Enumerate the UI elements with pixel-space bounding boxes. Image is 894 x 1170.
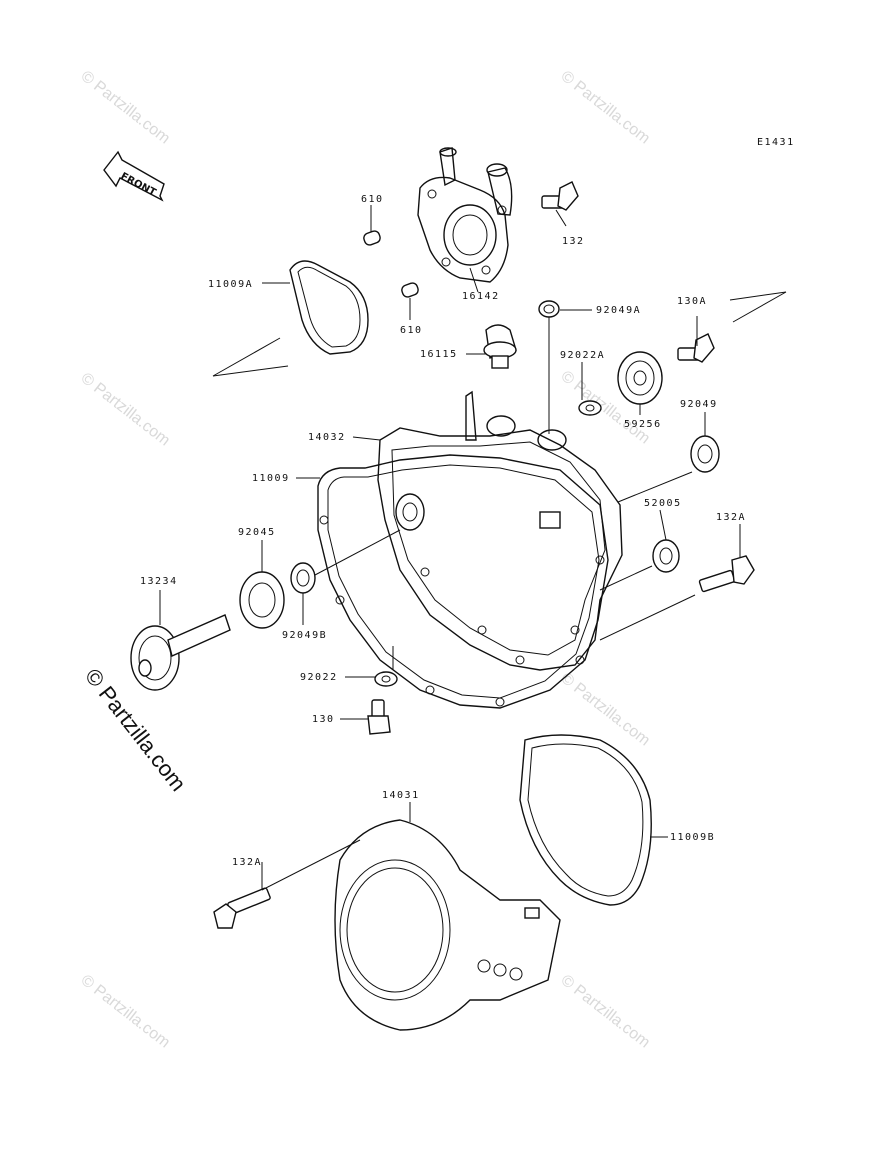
washer-92022A [578,400,602,416]
oil-filler-plug-16115 [483,324,517,369]
water-pump-shaft-13234 [130,614,231,691]
dowel-pin-610-lower [401,282,419,298]
bolt-132A-lower [213,887,271,929]
label-52005: 52005 [644,498,682,509]
label-132A-lower: 132A [232,857,262,868]
watermark-6: © Partzilla.com [78,972,173,1052]
label-13234: 13234 [140,576,178,587]
bearing-92045 [239,571,285,629]
part-labels: 610 132 16142 11009A 610 92049A 130A 161… [140,194,746,868]
oil-seal-92049A [538,300,560,318]
watermark-2: © Partzilla.com [558,68,653,148]
label-14032: 14032 [308,432,346,443]
oil-seal-52005 [652,539,680,573]
watermark-5: © Partzilla.com [558,670,653,750]
label-130A: 130A [677,296,707,307]
label-92049A: 92049A [596,305,641,316]
label-610-upper: 610 [361,194,384,205]
label-16142: 16142 [462,291,500,302]
gasket-11009A [289,260,369,355]
dowel-pin-610-upper [363,230,381,246]
watermark-7: © Partzilla.com [558,972,653,1052]
oil-seal-92049B [290,562,316,594]
watermark-main: © Partzilla.com [80,664,191,796]
washer-92022 [374,671,398,687]
bolt-132 [541,181,579,211]
gasket-11009 [317,454,609,709]
gasket-11009B [519,734,652,906]
label-92022A: 92022A [560,350,605,361]
bolt-130 [367,699,391,735]
label-16115: 16115 [420,349,458,360]
label-92045: 92045 [238,527,276,538]
label-132A-upper: 132A [716,512,746,523]
label-92049: 92049 [680,399,718,410]
watermark-3: © Partzilla.com [78,370,173,450]
oil-seal-92049 [690,435,720,473]
generator-cover-14031 [334,819,561,1031]
label-130: 130 [312,714,335,725]
bolt-130A [677,333,715,363]
label-92049B: 92049B [282,630,327,641]
water-pump-cover-16142 [417,147,513,283]
watermarks: © Partzilla.com © Partzilla.com © Partzi… [78,68,653,1052]
label-14031: 14031 [382,790,420,801]
label-610-lower: 610 [400,325,423,336]
label-11009B: 11009B [670,832,715,843]
label-11009: 11009 [252,473,290,484]
label-132: 132 [562,236,585,247]
impeller-59256 [617,351,663,405]
leader-lines [159,205,787,891]
bolt-132A-upper [698,555,755,593]
diagram-code: E1431 [757,137,795,148]
label-92022: 92022 [300,672,338,683]
front-arrow-icon: FRONT [103,150,165,202]
label-11009A: 11009A [208,279,253,290]
watermark-1: © Partzilla.com [78,68,173,148]
label-59256: 59256 [624,419,662,430]
